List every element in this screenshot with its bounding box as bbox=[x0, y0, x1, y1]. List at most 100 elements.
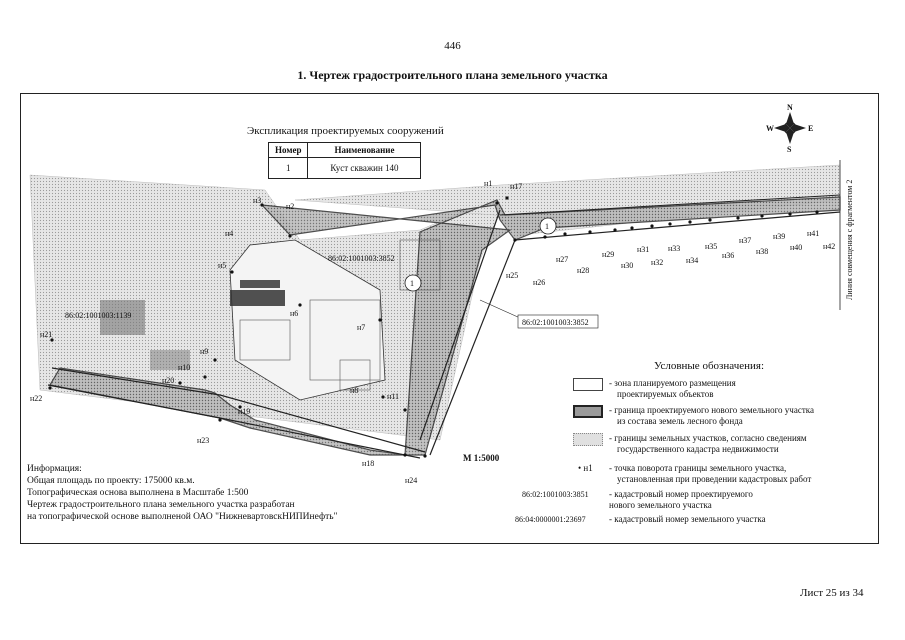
point-labels: н1 н17 н2 н3 н4 н5 н6 н7 н8 н9 н10 н11 н… bbox=[30, 179, 835, 485]
compass-e: E bbox=[808, 124, 813, 133]
legend-swatch-zone bbox=[573, 378, 603, 391]
label-n2: н2 bbox=[286, 202, 294, 211]
label-n19: н19 bbox=[238, 407, 250, 416]
label-n32: н32 bbox=[651, 258, 663, 267]
legend-point-label: н1 bbox=[583, 463, 593, 473]
info-block: Информация: Общая площадь по проекту: 17… bbox=[27, 463, 337, 523]
explication-title: Экспликация проектируемых сооружений bbox=[247, 125, 444, 137]
label-n24: н24 bbox=[405, 476, 417, 485]
object-marker-1-label: 1 bbox=[410, 279, 414, 288]
legend-item-parcels: - границы земельных участков, согласно с… bbox=[609, 433, 807, 455]
label-n27: н27 bbox=[556, 255, 568, 264]
object-marker-1: 1 bbox=[404, 274, 422, 292]
legend-item-code-new: - кадастровый номер проектируемого новог… bbox=[609, 489, 753, 511]
label-n36: н36 bbox=[722, 251, 734, 260]
label-n25: н25 bbox=[506, 271, 518, 280]
compass-s: S bbox=[787, 145, 792, 154]
label-n23: н23 bbox=[197, 436, 209, 445]
expl-header-name: Наименование bbox=[307, 142, 422, 158]
info-line-2: Топографическая основа выполнена в Масшт… bbox=[27, 488, 249, 498]
edge-line-label: Линия совмещения с фрагментом 2 bbox=[845, 180, 854, 300]
label-n10: н10 bbox=[178, 363, 190, 372]
label-n5: н5 bbox=[218, 261, 226, 270]
legend-item-point: • н1 bbox=[578, 463, 593, 474]
structures bbox=[239, 239, 441, 391]
compass-n: N bbox=[787, 103, 793, 112]
legend-code-exist: 86:04:0000001:23697 bbox=[515, 515, 586, 524]
legend-item-zone: - зона планируемого размещения проектиру… bbox=[609, 378, 736, 400]
label-n42: н42 bbox=[823, 242, 835, 251]
label-n20: н20 bbox=[162, 376, 174, 385]
legend-point-text1: - точка поворота границы земельного учас… bbox=[609, 463, 787, 473]
legend-swatch-parcels bbox=[573, 433, 603, 446]
label-n18: н18 bbox=[362, 459, 374, 468]
legend-code-new-text2: нового земельного участка bbox=[609, 500, 712, 510]
bottom-border-2 bbox=[47, 384, 421, 459]
label-n17: н17 bbox=[510, 182, 522, 191]
cadastral-label-c: 86:02:1001003:3852 bbox=[522, 318, 589, 327]
legend-plot-text2: из состава земель лесного фонда bbox=[617, 416, 743, 426]
label-n33: н33 bbox=[668, 244, 680, 253]
label-n38: н38 bbox=[756, 247, 768, 256]
label-n31: н31 bbox=[637, 245, 649, 254]
object-marker-1b: 1 bbox=[539, 217, 557, 235]
cadastral-label-a: 86:02:1001003:3852 bbox=[328, 254, 395, 263]
legend-plot-text1: - граница проектируемого нового земельно… bbox=[609, 405, 814, 415]
road-corridor bbox=[419, 209, 501, 441]
object-marker-1b-label: 1 bbox=[545, 222, 549, 231]
compass-w: W bbox=[766, 124, 774, 133]
label-n34: н34 bbox=[686, 256, 698, 265]
label-n9: н9 bbox=[200, 347, 208, 356]
info-line-3: Чертеж градостроительного плана земельно… bbox=[27, 500, 295, 510]
expl-cell-name: Куст скважин 140 bbox=[307, 157, 422, 179]
label-n28: н28 bbox=[577, 266, 589, 275]
legend-zone-text1: - зона планируемого размещения bbox=[609, 378, 736, 388]
well-cluster-equipment bbox=[100, 280, 285, 370]
legend-code-exist-text: - кадастровый номер земельного участка bbox=[609, 514, 766, 524]
label-n6: н6 bbox=[290, 309, 298, 318]
map-frame bbox=[20, 93, 879, 544]
legend-code-new-text1: - кадастровый номер проектируемого bbox=[609, 489, 753, 499]
legend-item-code-exist: - кадастровый номер земельного участка bbox=[609, 514, 766, 525]
label-n39: н39 bbox=[773, 232, 785, 241]
page-title: 1. Чертеж градостроительного плана земел… bbox=[297, 68, 608, 82]
sheet-label: Лист 25 из 34 bbox=[800, 587, 864, 599]
label-n3: н3 bbox=[253, 196, 261, 205]
legend-item-plot: - граница проектируемого нового земельно… bbox=[609, 405, 814, 427]
legend-zone-text2: проектируемых объектов bbox=[617, 389, 714, 399]
pipeline-top-2 bbox=[499, 194, 841, 216]
explication-table: Номер Наименование 1 Куст скважин 140 bbox=[267, 142, 422, 179]
label-n11: н11 bbox=[387, 392, 399, 401]
scale-label: М 1:5000 bbox=[463, 453, 500, 463]
cadastral-label-b: 86:02:1001003:1139 bbox=[65, 311, 131, 320]
legend-parcels-text1: - границы земельных участков, согласно с… bbox=[609, 433, 807, 443]
label-n29: н29 bbox=[602, 250, 614, 259]
label-n35: н35 bbox=[705, 242, 717, 251]
cadastral-callout: 86:02:1001003:3852 bbox=[479, 299, 599, 329]
compass-icon: N S W E bbox=[766, 103, 813, 154]
page-number: 446 bbox=[444, 40, 461, 52]
legend-title: Условные обозначения: bbox=[654, 360, 765, 372]
label-n22: н22 bbox=[30, 394, 42, 403]
label-n26: н26 bbox=[533, 278, 545, 287]
expl-header-number: Номер bbox=[267, 142, 309, 158]
label-n4: н4 bbox=[225, 229, 233, 238]
label-n30: н30 bbox=[621, 261, 633, 270]
legend-parcels-text2: государственного кадастра недвижимости bbox=[617, 444, 779, 454]
info-line-1: Общая площадь по проекту: 175000 кв.м. bbox=[27, 476, 195, 486]
legend-code-new: 86:02:1001003:3851 bbox=[522, 490, 589, 499]
legend-swatch-plot bbox=[573, 405, 603, 418]
road-corridor-2 bbox=[429, 239, 516, 456]
legend-item-point-text: - точка поворота границы земельного учас… bbox=[609, 463, 811, 485]
turn-points bbox=[48, 196, 819, 458]
label-n40: н40 bbox=[790, 243, 802, 252]
label-n21: н21 bbox=[40, 330, 52, 339]
bottom-border bbox=[51, 367, 426, 453]
projected-land-plot bbox=[49, 196, 841, 456]
expl-cell-number: 1 bbox=[267, 157, 309, 179]
label-n37: н37 bbox=[739, 236, 751, 245]
label-n41: н41 bbox=[807, 229, 819, 238]
label-n7: н7 bbox=[357, 323, 365, 332]
label-n1: н1 bbox=[484, 179, 492, 188]
